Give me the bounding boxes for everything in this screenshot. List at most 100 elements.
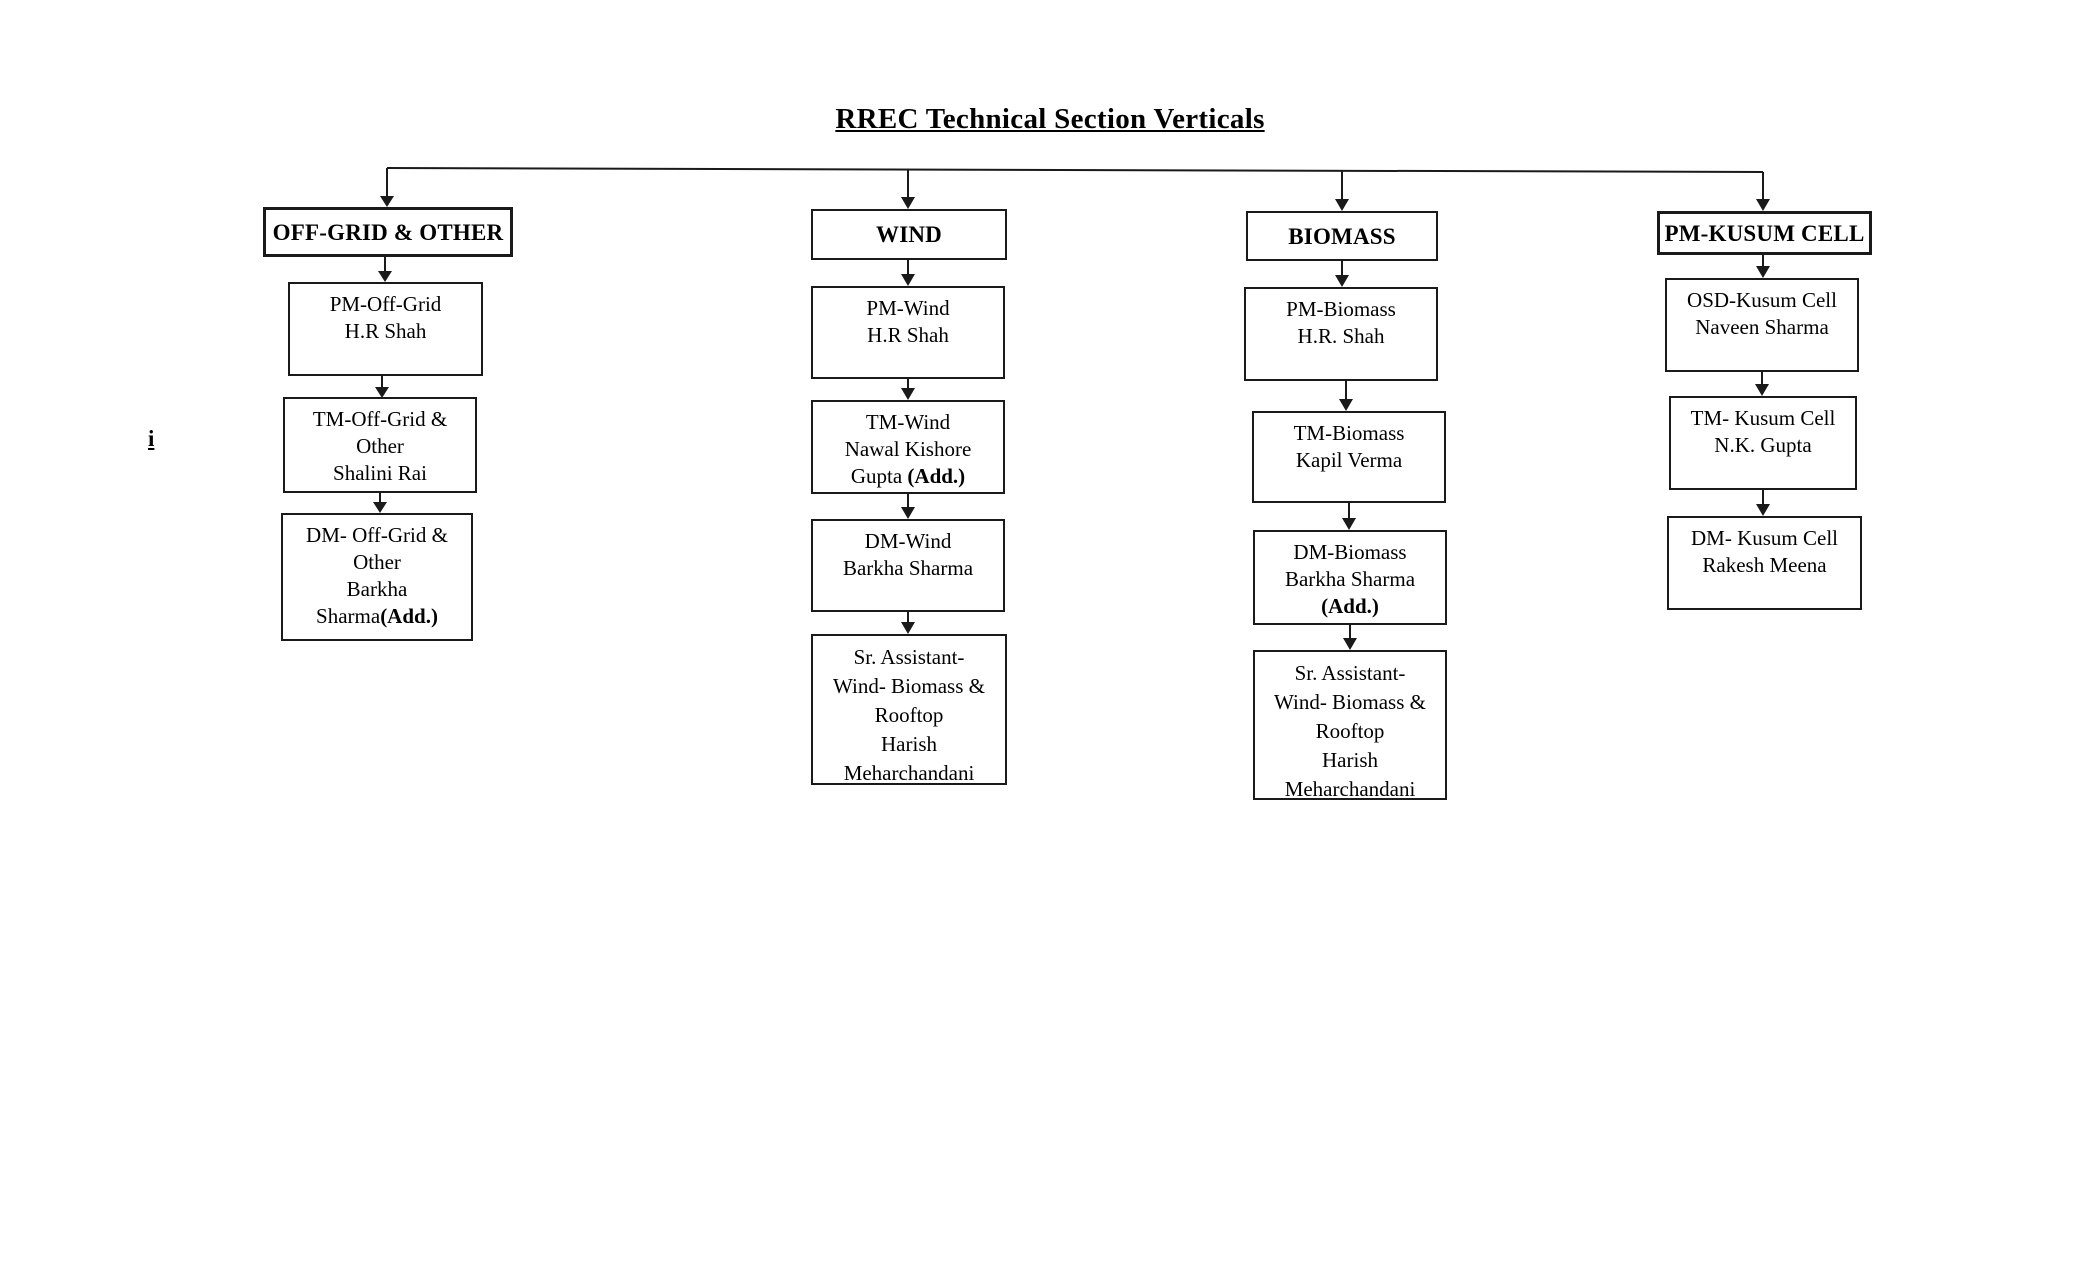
box-line: H.R Shah [813, 322, 1003, 349]
role-text: PM-Biomass [1286, 297, 1396, 321]
role-text: DM- Off-Grid & [306, 523, 448, 547]
role-text: Other [356, 434, 404, 458]
box-line: DM- Off-Grid & [283, 522, 471, 549]
footnote-marker: i [148, 426, 155, 451]
additional-charge-tag: (Add.) [907, 464, 966, 488]
role-text: Wind- Biomass & [1274, 690, 1426, 714]
box-line: DM- Kusum Cell [1669, 525, 1860, 552]
person-text: Gupta [850, 464, 908, 488]
box-line: Wind- Biomass & [1255, 688, 1445, 717]
box-line: N.K. Gupta [1671, 432, 1855, 459]
box-line: PM-Wind [813, 295, 1003, 322]
box-line: Kapil Verma [1254, 447, 1444, 474]
box-line: Barkha [283, 576, 471, 603]
box-line: Sr. Assistant- [813, 643, 1005, 672]
person-text: Harish [881, 732, 937, 756]
header-biomass: BIOMASS [1246, 211, 1438, 261]
box-line: (Add.) [1255, 593, 1445, 620]
person-text: Meharchandani [843, 761, 975, 785]
role-text: Rooftop [874, 703, 944, 727]
box-line: Meharchandani [1255, 775, 1445, 804]
box-dm-kusum-cell: DM- Kusum Cell Rakesh Meena [1667, 516, 1862, 610]
role-text: Wind- Biomass & [833, 674, 985, 698]
role-text: TM-Wind [865, 410, 951, 434]
box-dm-biomass: DM-Biomass Barkha Sharma (Add.) [1253, 530, 1447, 625]
person-text: H.R Shah [344, 319, 427, 343]
box-tm-biomass: TM-Biomass Kapil Verma [1252, 411, 1446, 503]
box-line: TM-Biomass [1254, 420, 1444, 447]
box-line: TM-Wind [813, 409, 1003, 436]
role-text: TM-Biomass [1293, 421, 1405, 445]
box-line: Sharma(Add.) [283, 603, 471, 630]
box-line: Wind- Biomass & [813, 672, 1005, 701]
person-text: Shalini Rai [333, 461, 427, 485]
box-line: Harish [1255, 746, 1445, 775]
box-sr-assistant-wind: Sr. Assistant- Wind- Biomass & Rooftop H… [811, 634, 1007, 785]
box-line: H.R Shah [290, 318, 481, 345]
box-line: Barkha Sharma [1255, 566, 1445, 593]
role-text: PM-Wind [866, 296, 950, 320]
person-text: H.R. Shah [1297, 324, 1385, 348]
additional-charge-tag: (Add.) [380, 604, 438, 628]
person-text: Kapil Verma [1295, 448, 1403, 472]
box-line: Nawal Kishore [813, 436, 1003, 463]
role-text: Other [353, 550, 401, 574]
box-line: Other [285, 433, 475, 460]
person-text: Naveen Sharma [1695, 315, 1829, 339]
box-line: Barkha Sharma [813, 555, 1003, 582]
box-line: PM-Biomass [1246, 296, 1436, 323]
box-line: Shalini Rai [285, 460, 475, 487]
box-line: DM-Biomass [1255, 539, 1445, 566]
role-text: Rooftop [1315, 719, 1385, 743]
box-line: Sr. Assistant- [1255, 659, 1445, 688]
person-text: Barkha [346, 577, 408, 601]
role-text: TM- Kusum Cell [1690, 406, 1836, 430]
box-tm-kusum-cell: TM- Kusum Cell N.K. Gupta [1669, 396, 1857, 490]
person-text: Nawal Kishore [844, 437, 972, 461]
box-pm-wind: PM-Wind H.R Shah [811, 286, 1005, 379]
box-osd-kusum-cell: OSD-Kusum Cell Naveen Sharma [1665, 278, 1859, 372]
box-line: Gupta (Add.) [813, 463, 1003, 490]
box-line: Rakesh Meena [1669, 552, 1860, 579]
box-line: OSD-Kusum Cell [1667, 287, 1857, 314]
header-wind: WIND [811, 209, 1007, 260]
box-line: Rooftop [1255, 717, 1445, 746]
box-tm-wind: TM-Wind Nawal Kishore Gupta (Add.) [811, 400, 1005, 494]
box-tm-off-grid: TM-Off-Grid & Other Shalini Rai [283, 397, 477, 493]
header-pm-kusum-cell: PM-KUSUM CELL [1657, 211, 1872, 255]
box-line: Rooftop [813, 701, 1005, 730]
person-text: Harish [1322, 748, 1378, 772]
role-text: DM-Wind [864, 529, 952, 553]
role-text: Sr. Assistant- [853, 645, 965, 669]
role-text: Sr. Assistant- [1294, 661, 1406, 685]
role-text: DM-Biomass [1293, 540, 1407, 564]
person-text: Meharchandani [1284, 777, 1416, 801]
person-text: Barkha Sharma [1284, 567, 1416, 591]
role-text: DM- Kusum Cell [1691, 526, 1838, 550]
role-text: TM-Off-Grid & [312, 407, 448, 431]
box-pm-biomass: PM-Biomass H.R. Shah [1244, 287, 1438, 381]
box-line: PM-Off-Grid [290, 291, 481, 318]
box-sr-assistant-biomass: Sr. Assistant- Wind- Biomass & Rooftop H… [1253, 650, 1447, 801]
box-line: Meharchandani [813, 759, 1005, 788]
person-text: Rakesh Meena [1702, 553, 1827, 577]
person-text: H.R Shah [867, 323, 949, 347]
box-line: Other [283, 549, 471, 576]
box-dm-off-grid: DM- Off-Grid & Other Barkha Sharma(Add.) [281, 513, 473, 641]
header-off-grid-other: OFF-GRID & OTHER [263, 207, 513, 257]
role-text: OSD-Kusum Cell [1687, 288, 1837, 312]
box-pm-off-grid: PM-Off-Grid H.R Shah [288, 282, 483, 376]
person-text: Sharma [316, 604, 381, 628]
person-text: Barkha Sharma [842, 556, 974, 580]
box-line: Naveen Sharma [1667, 314, 1857, 341]
person-text: N.K. Gupta [1714, 433, 1812, 457]
box-line: TM-Off-Grid & [285, 406, 475, 433]
role-text: PM-Off-Grid [329, 292, 442, 316]
box-line: TM- Kusum Cell [1671, 405, 1855, 432]
box-line: Harish [813, 730, 1005, 759]
additional-charge-tag: (Add.) [1321, 594, 1379, 618]
box-line: H.R. Shah [1246, 323, 1436, 350]
box-line: DM-Wind [813, 528, 1003, 555]
